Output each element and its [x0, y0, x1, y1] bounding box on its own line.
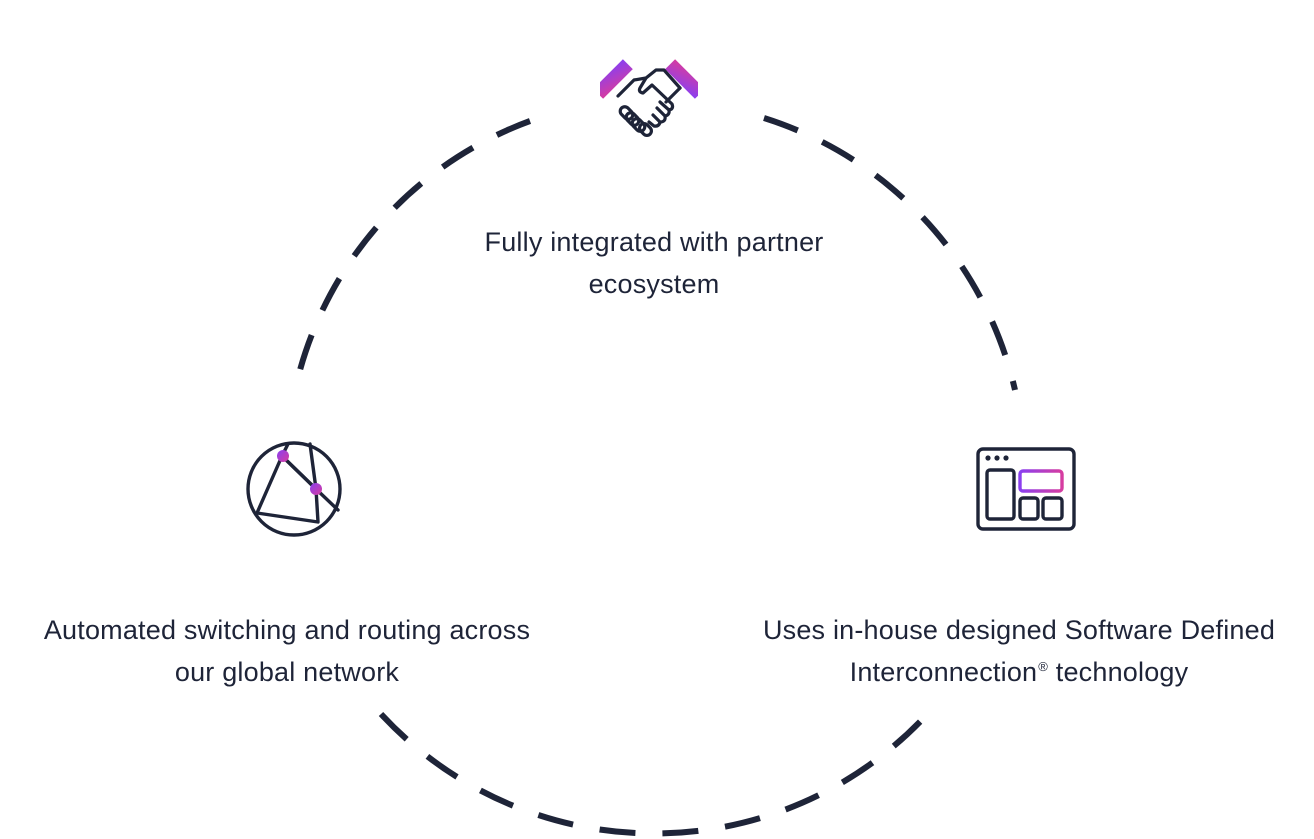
- caption-right-line-2: Interconnection® technology: [724, 651, 1314, 693]
- caption-top-line-1: Fully integrated with partner: [484, 227, 824, 257]
- caption-right-line-2-pre: Interconnection: [849, 657, 1038, 687]
- caption-right-line-1: Uses in-house designed Software Defined: [762, 615, 1276, 645]
- caption-left-line-2: our global network: [174, 657, 400, 687]
- network-globe-icon: [244, 440, 344, 540]
- caption-right-line-2-post: technology: [1048, 657, 1189, 687]
- ring-arc-top-right: [763, 115, 1018, 391]
- caption-partner-ecosystem: Fully integrated with partner ecosystem: [404, 221, 904, 305]
- caption-software-defined-interconnection: Uses in-house designed Software Defined …: [724, 609, 1314, 693]
- software-window-icon: [976, 447, 1076, 531]
- caption-automated-switching: Automated switching and routing across o…: [0, 609, 574, 693]
- registered-mark: ®: [1038, 659, 1049, 674]
- ring-arc-bottom: [378, 700, 941, 837]
- handshake-icon: [600, 56, 698, 140]
- caption-top-line-2: ecosystem: [588, 269, 720, 299]
- ring-arc-top-left: [292, 118, 532, 391]
- caption-left-line-1: Automated switching and routing across: [43, 615, 531, 645]
